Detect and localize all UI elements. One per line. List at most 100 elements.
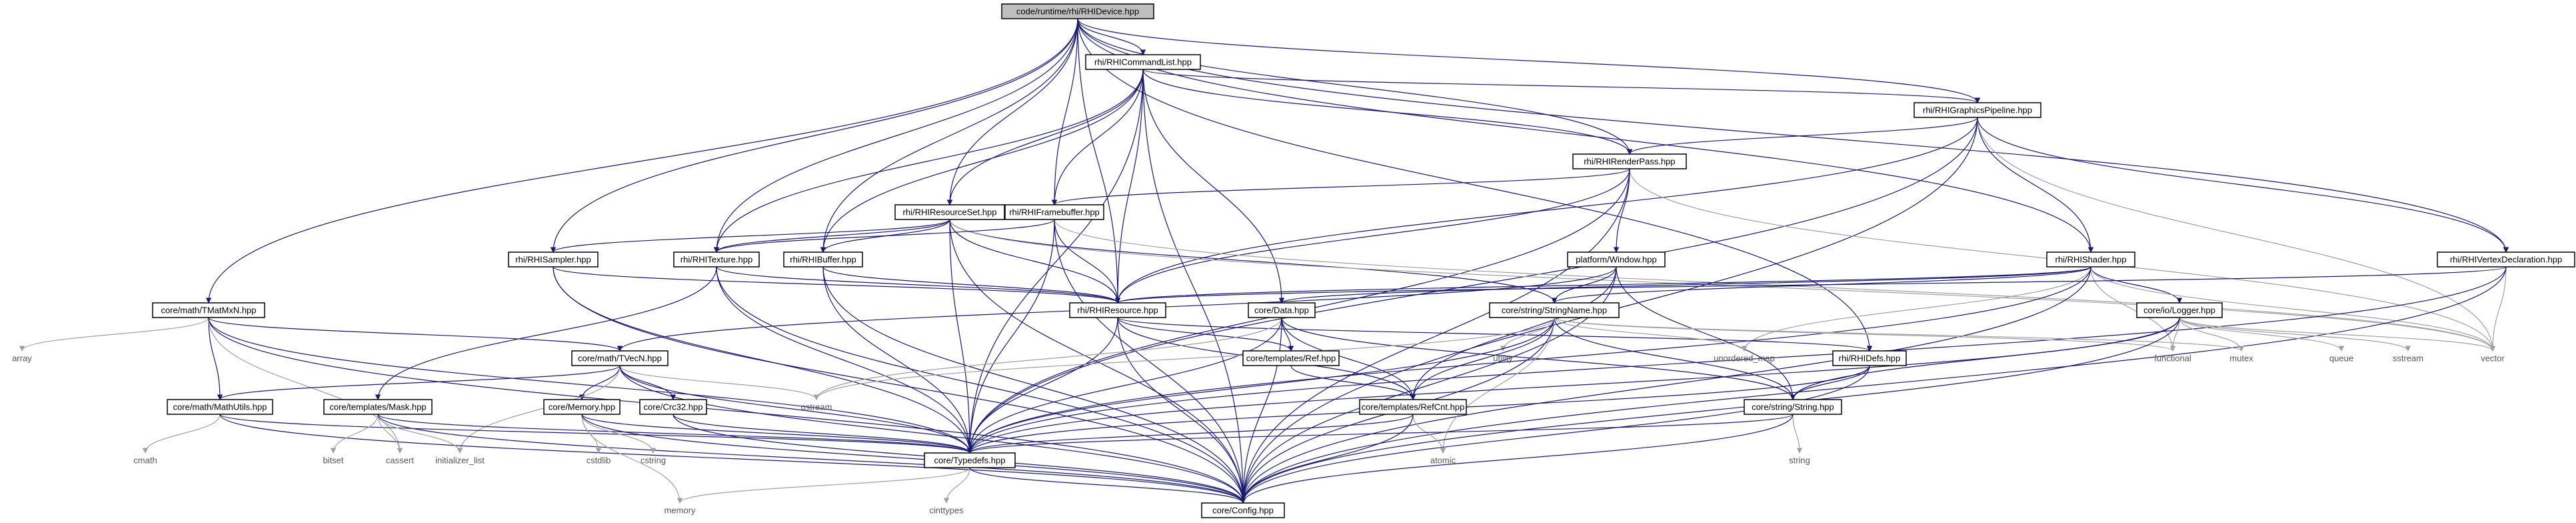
node-resource[interactable]: rhi/RHIResource.hpp <box>1069 302 1166 318</box>
node-label: core/Memory.hpp <box>549 402 615 412</box>
node-sstream: sstream <box>2393 354 2423 364</box>
node-box <box>924 452 1016 468</box>
node-data[interactable]: core/Data.hpp <box>1248 302 1316 318</box>
node-shader[interactable]: rhi/RHIShader.hpp <box>2046 251 2135 268</box>
edge-cmdlist-to-rset <box>946 69 1144 205</box>
edge-gpipe-to-typedefs <box>966 117 1978 454</box>
edge-sampler-to-config <box>553 266 1246 504</box>
node-ref[interactable]: core/templates/Ref.hpp <box>1242 350 1340 366</box>
edge-logger-to-config <box>1240 317 2180 504</box>
edge-mathutils-to-typedefs <box>219 414 972 454</box>
edge-cmdlist-to-buffer <box>820 69 1144 253</box>
node-device[interactable]: code/runtime/rhi/RHIDevice.hpp <box>1001 3 1154 19</box>
edge-shader-to-vector <box>2090 266 2496 352</box>
edge-fbuf-to-resource <box>1054 219 1121 304</box>
edge-layer <box>19 18 2509 504</box>
node-label: atomic <box>1430 456 1456 466</box>
node-config[interactable]: core/Config.hpp <box>1201 502 1285 518</box>
edge-buffer-to-typedefs <box>822 266 973 454</box>
node-label: core/Typedefs.hpp <box>934 456 1006 466</box>
node-gpipe[interactable]: rhi/RHIGraphicsPipeline.hpp <box>1914 102 2041 118</box>
node-string[interactable]: core/string/String.hpp <box>1744 399 1842 415</box>
node-fbuf[interactable]: rhi/RHIFramebuffer.hpp <box>1004 204 1104 220</box>
edge-device-to-fbuf <box>1051 18 1078 205</box>
edge-rset-to-vector <box>949 219 2496 352</box>
node-strname[interactable]: core/string/StringName.hpp <box>1489 302 1620 318</box>
node-crc32[interactable]: core/Crc32.hpp <box>639 399 707 415</box>
node-label: bitset <box>323 456 343 466</box>
node-label: vector <box>2481 354 2505 364</box>
node-memoryh[interactable]: core/Memory.hpp <box>543 399 621 415</box>
node-rhidefs[interactable]: rhi/RHIDefs.hpp <box>1832 350 1907 366</box>
edge-strname-to-umap <box>1554 317 1748 352</box>
node-label: core/Data.hpp <box>1254 306 1309 316</box>
node-label: rhi/RHIVertexDeclaration.hpp <box>2450 255 2562 265</box>
node-label: rhi/RHISampler.hpp <box>515 255 591 265</box>
node-label: rhi/RHIShader.hpp <box>2055 255 2127 265</box>
node-stdstring: string <box>1789 456 1810 466</box>
node-mask[interactable]: core/templates/Mask.hpp <box>323 399 433 415</box>
node-label: queue <box>2329 354 2353 364</box>
edge-device-to-buffer <box>820 18 1078 253</box>
node-mutex: mutex <box>2229 354 2253 364</box>
node-tvecn[interactable]: core/math/TVecN.hpp <box>571 350 668 366</box>
edge-string-to-typedefs <box>967 414 1794 454</box>
node-label: rhi/RHICommandList.hpp <box>1094 57 1192 67</box>
edge-gpipe-to-vdecl <box>1977 117 2509 253</box>
edge-device-to-cmdlist <box>1077 18 1146 55</box>
node-label: core/math/TMatMxN.hpp <box>161 306 256 316</box>
edge-strname-to-utility <box>1500 317 1555 352</box>
node-logger[interactable]: core/io/Logger.hpp <box>2136 302 2223 318</box>
edge-rpass-to-resource <box>1114 168 1630 304</box>
edge-resource-to-rhidefs <box>1117 317 1872 352</box>
node-box <box>894 204 1005 220</box>
node-box <box>1567 251 1666 268</box>
node-box <box>2046 251 2135 268</box>
edge-device-to-rset <box>946 18 1078 205</box>
node-label: mutex <box>2229 354 2253 364</box>
node-rset[interactable]: rhi/RHIResourceSet.hpp <box>894 204 1005 220</box>
node-box <box>2136 302 2223 318</box>
node-vdecl[interactable]: rhi/RHIVertexDeclaration.hpp <box>2437 251 2575 268</box>
node-box <box>1248 302 1316 318</box>
node-tmatmxn[interactable]: core/math/TMatMxN.hpp <box>152 302 265 318</box>
node-box <box>543 399 621 415</box>
node-label: cmath <box>133 456 157 466</box>
node-label: platform/Window.hpp <box>1576 255 1656 265</box>
edge-refcnt-to-config <box>1240 414 1414 504</box>
node-buffer[interactable]: rhi/RHIBuffer.hpp <box>783 251 863 268</box>
edge-tmatmxn-to-tvecn <box>208 317 623 352</box>
edge-mathutils-to-cmath <box>142 414 221 454</box>
node-mathutils[interactable]: core/math/MathUtils.hpp <box>167 399 273 415</box>
node-texture[interactable]: rhi/RHITexture.hpp <box>673 251 760 268</box>
node-label: string <box>1789 456 1810 466</box>
node-box <box>1004 204 1104 220</box>
node-refcnt[interactable]: core/templates/RefCnt.hpp <box>1359 399 1467 415</box>
node-box <box>783 251 863 268</box>
edge-tvecn-to-memoryh <box>579 365 621 400</box>
node-box <box>673 251 760 268</box>
node-label: cinttypes <box>929 506 964 516</box>
node-cmdlist[interactable]: rhi/RHICommandList.hpp <box>1085 54 1201 70</box>
node-queue: queue <box>2329 354 2353 364</box>
edge-buffer-to-resource <box>822 266 1121 304</box>
node-label: core/math/TVecN.hpp <box>578 354 662 364</box>
node-window[interactable]: platform/Window.hpp <box>1567 251 1666 268</box>
edge-tmatmxn-to-cassert <box>208 317 403 454</box>
node-rpass[interactable]: rhi/RHIRenderPass.hpp <box>1572 153 1687 169</box>
node-label: sstream <box>2393 354 2423 364</box>
node-label: rhi/RHIResource.hpp <box>1077 306 1158 316</box>
node-label: cstdlib <box>587 456 611 466</box>
edge-mask-to-initlist <box>377 414 463 454</box>
edge-vdecl-to-vector <box>2489 266 2507 352</box>
node-box <box>639 399 707 415</box>
edge-device-to-rhidefs <box>1077 18 1873 352</box>
edge-strname-to-atomic <box>1440 317 1555 454</box>
edge-rpass-to-fbuf <box>1052 168 1630 205</box>
node-sampler[interactable]: rhi/RHISampler.hpp <box>508 251 599 268</box>
node-atomic: atomic <box>1430 456 1456 466</box>
edge-tvecn-to-initlist <box>457 365 621 454</box>
edge-tmatmxn-to-array <box>19 317 209 352</box>
edge-cmdlist-to-fbuf <box>1051 69 1144 205</box>
node-typedefs[interactable]: core/Typedefs.hpp <box>924 452 1016 468</box>
